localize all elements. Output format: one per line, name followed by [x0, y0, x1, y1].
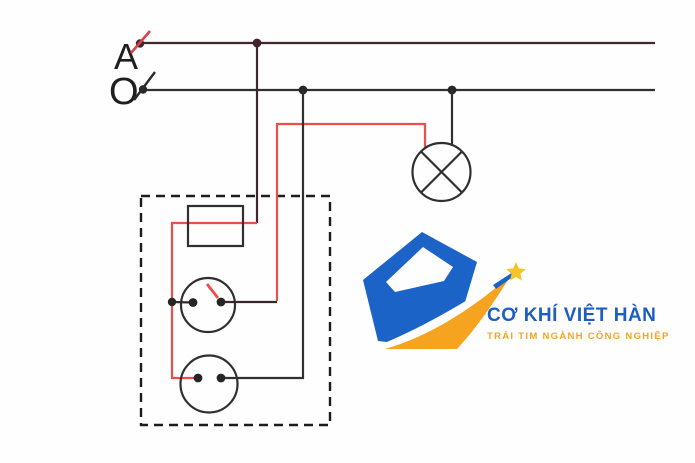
- logo-blue-streak: [493, 272, 514, 289]
- neutral-wire-to-socket: [221, 90, 305, 380]
- logo-star-icon: [506, 262, 526, 281]
- socket-contact-dot-left: [193, 373, 203, 383]
- lamp-symbol: [411, 141, 472, 203]
- switch-contact-dot-right: [216, 297, 226, 307]
- switch-lever: [205, 283, 220, 299]
- phase-arrow-slash: [130, 30, 151, 54]
- socket-symbol: [179, 354, 239, 414]
- logo-pentagon-hole: [386, 247, 453, 292]
- logo-text-block: CƠ KHÍ VIỆT HÀN TRÁI TIM NGÀNH CÔNG NGHI…: [487, 305, 673, 342]
- phase-line: [130, 30, 655, 54]
- neutral-line: [133, 71, 655, 101]
- socket-contact-dot-right: [216, 373, 226, 383]
- fuse-symbol: [186, 204, 245, 248]
- logo-mark-icon: [363, 232, 526, 363]
- neutral-label: O: [109, 71, 139, 113]
- logo-title: CƠ KHÍ VIỆT HÀN: [487, 305, 657, 326]
- live-wire-switch-to-lamp: [275, 122, 427, 301]
- switch-contact-dot-left: [188, 298, 198, 307]
- logo-orange-swoosh: [385, 275, 511, 349]
- phase-label: A: [114, 36, 138, 77]
- neutral-arrow-slash: [133, 71, 156, 101]
- watermark-logo: CƠ KHÍ VIỆT HÀN TRÁI TIM NGÀNH CÔNG NGHI…: [363, 228, 673, 363]
- switch-tap-dot: [167, 297, 177, 307]
- logo-tagline: TRÁI TIM NGÀNH CÔNG NGHIỆP: [487, 330, 670, 342]
- board-enclosure-dashed-box: [139, 194, 332, 427]
- switch-symbol: [167, 276, 277, 334]
- logo-swoosh-gap: [363, 271, 517, 363]
